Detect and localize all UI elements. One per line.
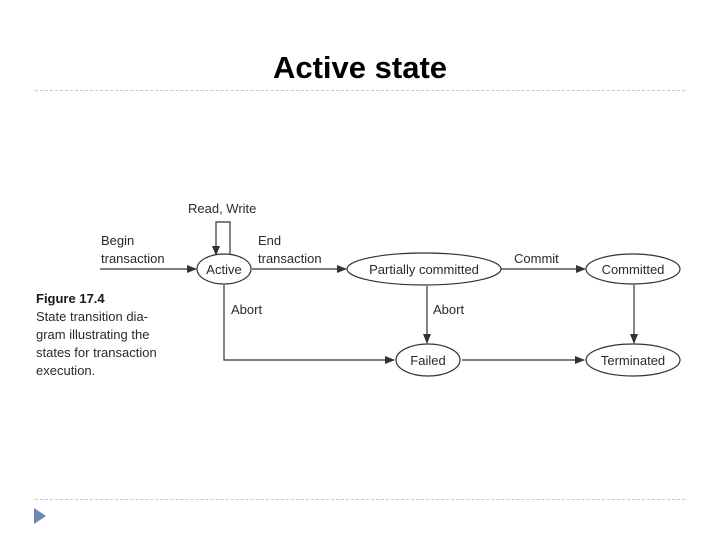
state-committed (585, 253, 681, 285)
figure-caption-line-2: gram illustrating the (36, 327, 149, 342)
state-terminated-label: Terminated (601, 353, 665, 368)
figure-caption-line-1: State transition dia- (36, 309, 148, 324)
partial-abort-label: Abort (433, 302, 464, 317)
state-partially-committed (346, 252, 502, 286)
begin-label-line-2: transaction (101, 251, 165, 266)
end-label-line-2: transaction (258, 251, 322, 266)
active-abort-label: Abort (231, 302, 262, 317)
commit-label: Commit (514, 251, 559, 266)
state-partially-committed-label: Partially committed (369, 262, 479, 277)
state-terminated (585, 343, 681, 377)
begin-label-line-1: Begin (101, 233, 134, 248)
top-divider (35, 90, 685, 91)
active-abort-arrow (223, 285, 395, 364)
state-failed-label: Failed (410, 353, 445, 368)
read-write-loop-arrow (212, 221, 231, 256)
state-active-label: Active (206, 262, 241, 277)
state-committed-label: Committed (602, 262, 665, 277)
bullet-triangle-icon (34, 508, 46, 524)
state-active (196, 253, 252, 285)
figure-caption-title: Figure 17.4 (36, 291, 105, 306)
bottom-divider (35, 499, 685, 500)
end-label-line-1: End (258, 233, 281, 248)
figure-caption-line-3: states for transaction (36, 345, 157, 360)
figure-caption-line-4: execution. (36, 363, 95, 378)
state-failed (395, 343, 461, 377)
read-write-label: Read, Write (188, 201, 256, 216)
slide-title: Active state (272, 50, 448, 85)
